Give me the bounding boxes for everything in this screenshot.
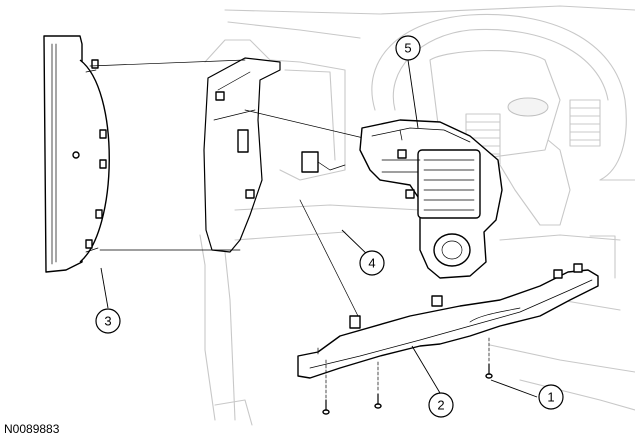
screw-icon <box>317 347 330 415</box>
callout-2: 2 <box>428 392 454 418</box>
right-vent-grille <box>569 99 601 147</box>
callout-5-label: 5 <box>404 41 411 56</box>
cluster-opening-frame <box>203 57 346 253</box>
part-5-center-bezel <box>359 119 503 279</box>
headlamp-switch-knob <box>433 233 471 267</box>
callout-3-label: 3 <box>104 314 111 329</box>
callout-5: 5 <box>395 35 421 61</box>
callout-1: 1 <box>538 384 564 410</box>
part-2-lower-trim-panel <box>297 263 599 379</box>
part-1-screws <box>317 337 493 415</box>
part-3-finish-panel <box>43 35 110 273</box>
dashboard-background <box>199 5 635 426</box>
steering-wheel <box>371 13 627 226</box>
connector <box>301 151 319 173</box>
screw-icon <box>485 337 493 379</box>
callout-1-label: 1 <box>547 390 554 405</box>
callout-4-label: 4 <box>368 256 375 271</box>
callout-4: 4 <box>359 250 385 276</box>
callout-3: 3 <box>95 308 121 334</box>
ford-logo-icon <box>507 97 549 117</box>
screw-icon <box>374 361 382 409</box>
center-vent <box>417 149 481 219</box>
figure-reference-code: N0089883 <box>4 422 60 436</box>
callout-2-label: 2 <box>437 398 444 413</box>
